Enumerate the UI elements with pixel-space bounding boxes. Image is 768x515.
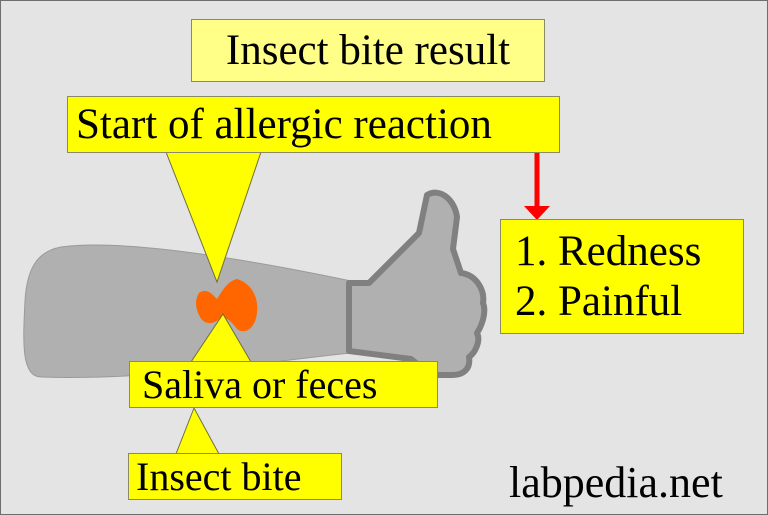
thumbs-up-hand-icon — [346, 189, 488, 378]
symptoms-list: 1. Redness 2. Painful — [500, 219, 744, 334]
symptom-item: 2. Painful — [515, 277, 683, 325]
saliva-text: Saliva or feces — [142, 361, 378, 407]
bite-text: Insect bite — [136, 453, 302, 499]
watermark: labpedia.net — [509, 458, 723, 507]
arm-illustration — [23, 244, 352, 378]
bite-callout-pointer — [175, 406, 220, 455]
symptom-item: 1. Redness — [515, 227, 702, 275]
diagram-title: Insect bite result — [191, 19, 545, 82]
insect-bite-label: Insect bite — [128, 453, 342, 500]
saliva-or-feces-label: Saliva or feces — [129, 361, 438, 408]
start-of-reaction-label: Start of allergic reaction — [67, 96, 560, 153]
title-text: Insect bite result — [225, 27, 511, 74]
bite-mark-icon — [196, 279, 258, 332]
start-text: Start of allergic reaction — [76, 101, 492, 148]
red-arrow-head-icon — [524, 206, 550, 220]
